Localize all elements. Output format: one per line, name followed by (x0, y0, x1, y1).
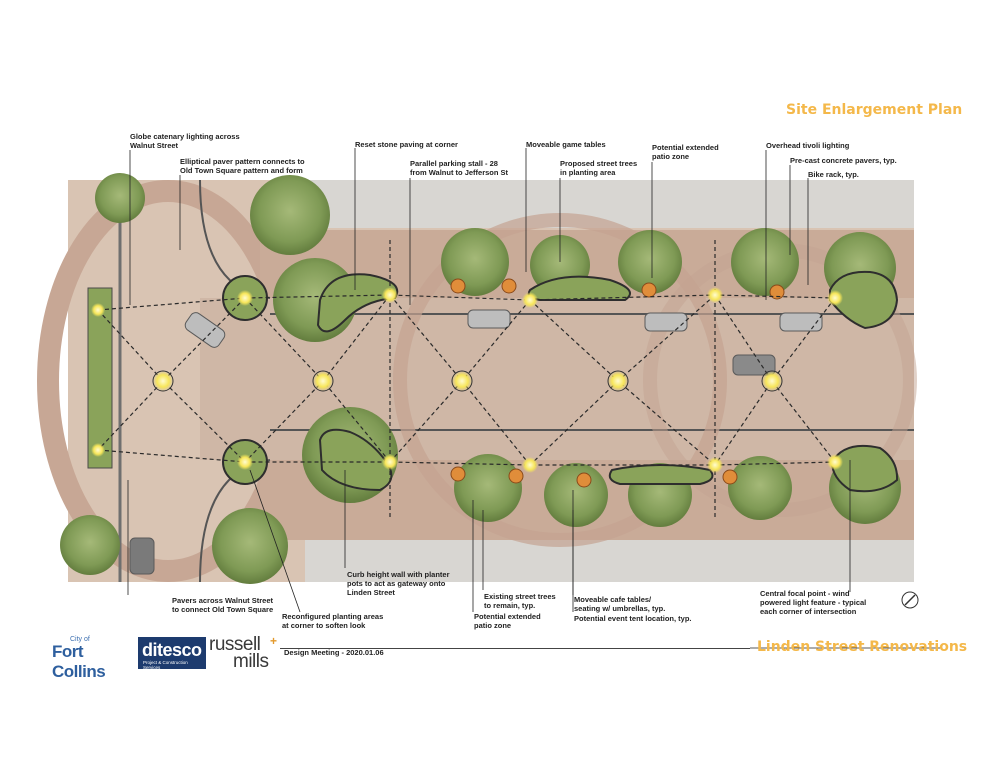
leader-lines (127, 148, 940, 649)
annot-extended-patio-bottom: Potential extended patio zone (474, 612, 541, 630)
north-arrow-icon (901, 591, 919, 609)
annot-curb-wall: Curb height wall with planter pots to ac… (347, 570, 450, 597)
annot-existing-trees: Existing street trees to remain, typ. (484, 592, 556, 610)
fort-collins-logo-text: Fort Collins (52, 642, 106, 681)
footer-divider (280, 648, 750, 649)
cafe-umbrellas (450, 278, 785, 488)
annot-event-tent: Potential event tent location, typ. (574, 614, 692, 623)
project-title: Linden Street Renovations (757, 639, 968, 655)
annot-bike-rack: Bike rack, typ. (808, 170, 859, 179)
parked-cars (129, 309, 823, 575)
russell-mills-logo: russell mills + (209, 634, 279, 674)
annot-proposed-trees: Proposed street trees in planting area (560, 159, 638, 177)
page-title: Site Enlargement Plan (786, 102, 963, 118)
building-bottom (305, 540, 914, 582)
ditesco-logo: ditesco Project & Construction Services (138, 637, 206, 670)
russell-logo-plus: + (270, 634, 278, 648)
annot-globe-catenary: Globe catenary lighting across Walnut St… (130, 132, 240, 150)
light-nodes (91, 287, 843, 473)
fort-collins-logo-small: City of (70, 636, 90, 643)
left-planter-strip (87, 287, 113, 469)
annot-cafe-tables: Moveable cafe tables/ seating w/ umbrell… (574, 595, 666, 613)
annot-extended-patio-top: Potential extended patio zone (652, 143, 719, 161)
russell-logo-text: russell (209, 634, 261, 655)
mills-logo-text: mills (233, 651, 269, 672)
annot-focal-point: Central focal point - wind powered light… (760, 589, 867, 616)
building-top (305, 180, 914, 228)
annot-tivoli: Overhead tivoli lighting (766, 141, 850, 150)
meeting-label: Design Meeting - 2020.01.06 (284, 648, 384, 657)
ditesco-logo-text: ditesco (142, 640, 202, 660)
annot-precast: Pre-cast concrete pavers, typ. (790, 156, 897, 165)
annot-elliptical-paver: Elliptical paver pattern connects to Old… (180, 157, 305, 175)
annot-pavers-walnut: Pavers across Walnut Street to connect O… (172, 596, 274, 614)
annot-parallel-parking: Parallel parking stall - 28 from Walnut … (410, 159, 509, 177)
annot-moveable-game: Moveable game tables (526, 140, 606, 149)
annot-reset-stone: Reset stone paving at corner (355, 140, 458, 149)
annot-reconfigured: Reconfigured planting areas at corner to… (282, 612, 384, 630)
fort-collins-logo: City of Fort Collins (52, 636, 132, 681)
ditesco-logo-tagline: Project & Construction Services (143, 660, 188, 670)
